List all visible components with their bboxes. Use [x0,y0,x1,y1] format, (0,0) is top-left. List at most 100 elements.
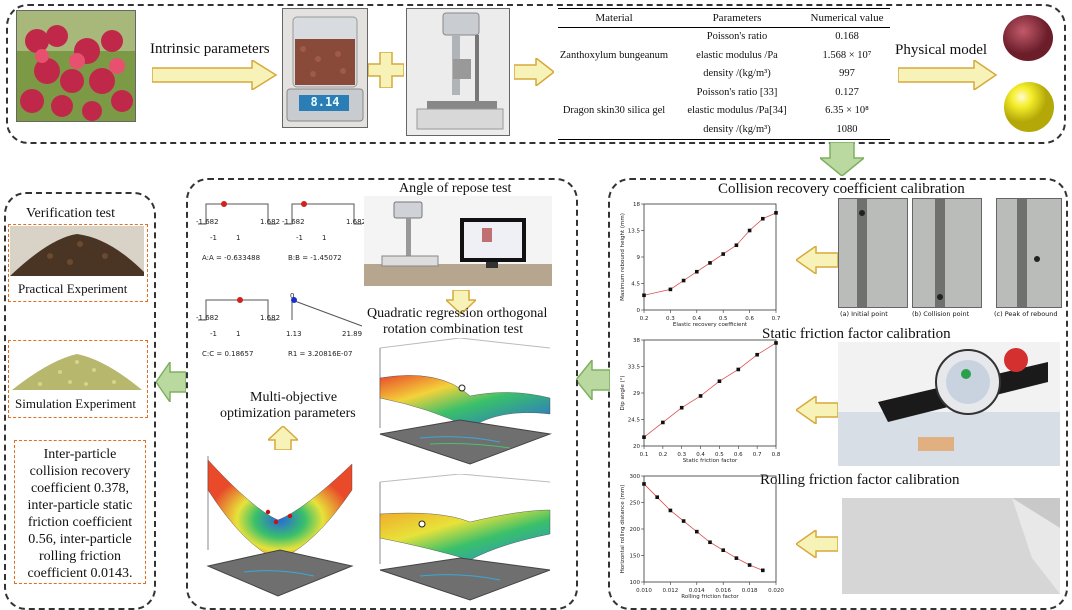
arrow-left-green-1 [576,360,610,400]
table-row: Dragon skin30 silica gel elastic modulus … [558,102,890,121]
simulation-box [8,340,148,418]
panel-high-label: 1.682 [260,218,281,226]
x-tick-label: 0.5 [719,316,728,322]
y-tick-label: 300 [630,474,641,480]
pepper-plant-image [17,11,135,121]
panel-graph [291,297,363,327]
data-point [642,482,646,486]
table-cell-material [558,28,670,47]
table-cell-material [558,121,670,140]
y-tick-label: 33.5 [628,365,641,371]
panel-graph [284,201,362,225]
panel-low-label: -1.682 [282,218,305,226]
panel-mark-1: -1 [296,234,303,242]
table-cell-param: elastic modulus /Pa [696,49,778,61]
panel-low-label: 0 [290,292,295,300]
panel-low-label: -1.682 [196,314,219,322]
data-point [642,435,646,439]
collision-photo-a [838,198,908,308]
rolling-title: Rolling friction factor calibration [760,472,960,488]
arrow-down-2 [446,290,476,314]
x-tick-label: 0.6 [734,452,743,458]
data-point [681,278,686,283]
multi-title-1: Multi-objective [250,390,338,405]
data-point [736,367,741,372]
panel-caption: B:B = -1.45072 [288,254,342,262]
y-tick-label: 250 [630,501,641,507]
panel-caption: R1 = 3.20816E-07 [288,350,353,358]
x-tick-label: 0.012 [663,588,679,594]
data-point [661,420,665,425]
arrow-down-1 [820,142,864,176]
col-value: Numerical value [810,12,884,24]
table-cell-value: 6.35 × 10⁸ [825,105,869,116]
practical-photo [10,226,144,276]
optimum-marker [237,297,243,303]
y-tick-label: 24.5 [628,418,641,424]
conclusion-box [14,440,146,584]
data-point [708,540,712,545]
table-cell-param: Poisson's ratio [33] [696,86,778,98]
panel-graph [198,297,276,321]
scale-reading: 8.14 [310,95,340,109]
x-axis-label: Rolling friction factor [681,594,739,600]
x-axis-label: Static friction factor [683,458,738,464]
plot-frame [643,203,777,311]
y-tick-label: 18 [633,202,640,208]
data-point [747,228,752,233]
series-line [643,212,777,296]
y-tick-label: 9 [637,255,641,261]
col-material: Material [595,12,633,24]
y-tick-label: 20 [633,444,640,450]
x-tick-label: 0.4 [692,316,701,322]
practical-label: Practical Experiment [18,281,128,296]
pepper-particle-model [1003,15,1053,61]
panel-mark-1: -1 [210,234,217,242]
arrow-left-static [796,396,838,424]
x-tick-label: 0.2 [640,316,649,322]
x-tick-label: 0.018 [742,588,758,594]
x-tick-label: 0.3 [666,316,675,322]
arrow-up-1 [268,426,298,450]
material-table: Material Parameters Numerical value Pois… [558,8,890,140]
x-tick-label: 0.016 [715,588,731,594]
table-cell-value: 0.127 [835,86,859,98]
table-cell-material: Dragon skin30 silica gel [562,105,666,116]
panel-mark-1: -1 [210,330,217,338]
data-point [642,293,646,298]
table-cell-param: elastic modulus /Pa[34] [687,105,787,116]
y-axis-label: Dip angle (°) [620,375,626,410]
x-tick-label: 0.010 [636,588,652,594]
table-row: Poisson's ratio [33] 0.127 [558,84,890,103]
x-tick-label: 0.7 [753,452,762,458]
conclusion-text: Inter-particle collision recovery coeffi… [27,447,133,581]
x-tick-label: 0.8 [772,452,781,458]
y-axis-label: Maximum rebound height (mm) [620,213,626,301]
panel-mark-2: 1 [236,330,241,338]
series-line [643,483,763,571]
top-section [6,4,1066,144]
y-tick-label: 4.5 [631,282,640,288]
calibration-section [608,178,1068,610]
series-line [643,342,777,438]
verification-title: Verification test [26,206,116,221]
practical-box [8,224,148,302]
table-cell-value: 997 [839,68,855,79]
verification-section [4,192,156,610]
optimum-marker [221,201,227,207]
simulation-photo [10,344,144,392]
y-tick-label: 38 [633,338,640,344]
panel-mark-2: 21.89 [342,330,363,338]
table-cell-value: 0.168 [835,31,859,42]
data-point [721,548,725,552]
caption-collision: (b) Collision point [912,310,970,318]
table-row: density /(kg/m³)1080 [558,121,890,140]
physical-model-label: Physical model [895,42,988,58]
data-point [668,287,673,292]
panel-caption: C:C = 0.18657 [202,350,254,358]
quad-title-2: rotation combination test [383,322,523,337]
